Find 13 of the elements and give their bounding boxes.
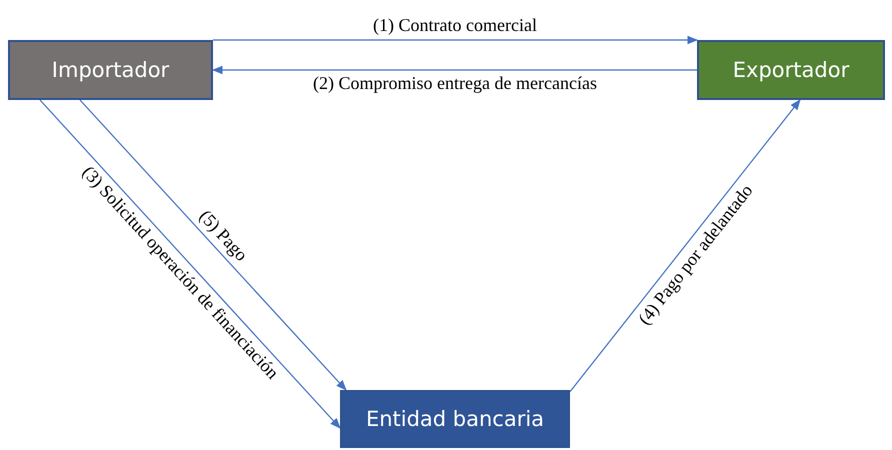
node-label: Importador xyxy=(52,58,170,82)
arrow xyxy=(40,100,341,429)
arrow xyxy=(80,100,347,391)
process-box xyxy=(8,40,213,100)
arrow xyxy=(570,99,801,392)
arrow xyxy=(212,66,697,74)
process-box xyxy=(340,390,570,448)
edge-label: (2) Compromiso entrega de mercancías xyxy=(313,74,597,94)
node-label: Entidad bancaria xyxy=(366,407,544,431)
arrow xyxy=(213,36,698,44)
process-box xyxy=(697,40,885,100)
node-label: Exportador xyxy=(732,58,850,82)
edge-label: (1) Contrato comercial xyxy=(373,16,537,36)
